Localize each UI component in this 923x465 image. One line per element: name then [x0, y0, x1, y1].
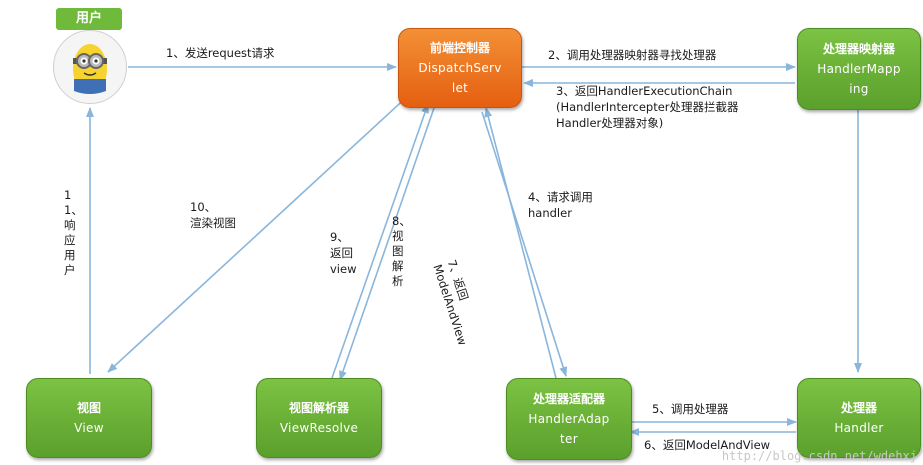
step-8-label: 8、视图解析 [392, 214, 411, 288]
arrow-4 [481, 111, 568, 377]
step-4-label-line1: 4、请求调用 [528, 190, 593, 204]
view-name: View [74, 421, 104, 435]
view-node: 视图 View [26, 378, 152, 458]
resolver-title: 视图解析器 [288, 401, 349, 415]
view-title: 视图 [76, 401, 101, 415]
handler-title: 处理器 [840, 401, 877, 415]
step-1-label: 1、发送request请求 [166, 46, 275, 60]
resolver-name: ViewResolve [279, 421, 359, 435]
step-11-label: 11、响应用户 [64, 188, 83, 277]
mapping-title: 处理器映射器 [822, 42, 895, 56]
user-avatar-icon [53, 30, 127, 104]
step-10-label-line1: 10、 [190, 200, 217, 214]
step-9-label-line2: 返回 [330, 246, 353, 260]
adapter-name-1: HandlerAdap [528, 412, 610, 426]
handler-adapter-node: 处理器适配器 HandlerAdap ter [506, 378, 632, 460]
arrow-8 [331, 103, 429, 379]
arrow-9 [339, 107, 435, 381]
user-label: 用户 [56, 8, 122, 30]
watermark: http://blog.csdn.net/wdehxj [721, 449, 917, 463]
dispatcher-name-1: DispatchServ [418, 61, 502, 75]
arrow-7 [484, 107, 557, 379]
handler-node: 处理器 Handler [797, 378, 921, 458]
view-resolver-node: 视图解析器 ViewResolve [256, 378, 382, 458]
handler-mapping-node: 处理器映射器 HandlerMapp ing [797, 28, 921, 110]
handler-name: Handler [834, 421, 884, 435]
dispatcher-servlet-node: 前端控制器 DispatchServ let [398, 28, 522, 108]
adapter-title: 处理器适配器 [532, 392, 605, 406]
step-3-label-line2: (HandlerIntercepter处理器拦截器 [556, 100, 739, 114]
step-9-label-line3: view [330, 262, 357, 276]
step-5-label: 5、调用处理器 [652, 402, 729, 416]
step-3-label-line3: Handler处理器对象) [556, 116, 664, 130]
mapping-name-2: ing [849, 82, 869, 96]
step-4-label-line2: handler [528, 206, 572, 220]
dispatcher-name-2: let [451, 81, 469, 95]
dispatcher-title: 前端控制器 [429, 41, 490, 55]
step-10-label-line2: 渲染视图 [190, 216, 236, 230]
step-6-label: 6、返回ModelAndView [644, 438, 771, 452]
adapter-name-2: ter [560, 432, 578, 446]
arrow-10 [107, 93, 411, 373]
step-9-label-line1: 9、 [330, 230, 349, 244]
step-3-label-line1: 3、返回HandlerExecutionChain [556, 84, 733, 98]
mapping-name-1: HandlerMapp [817, 62, 901, 76]
step-2-label: 2、调用处理器映射器寻找处理器 [548, 48, 717, 62]
